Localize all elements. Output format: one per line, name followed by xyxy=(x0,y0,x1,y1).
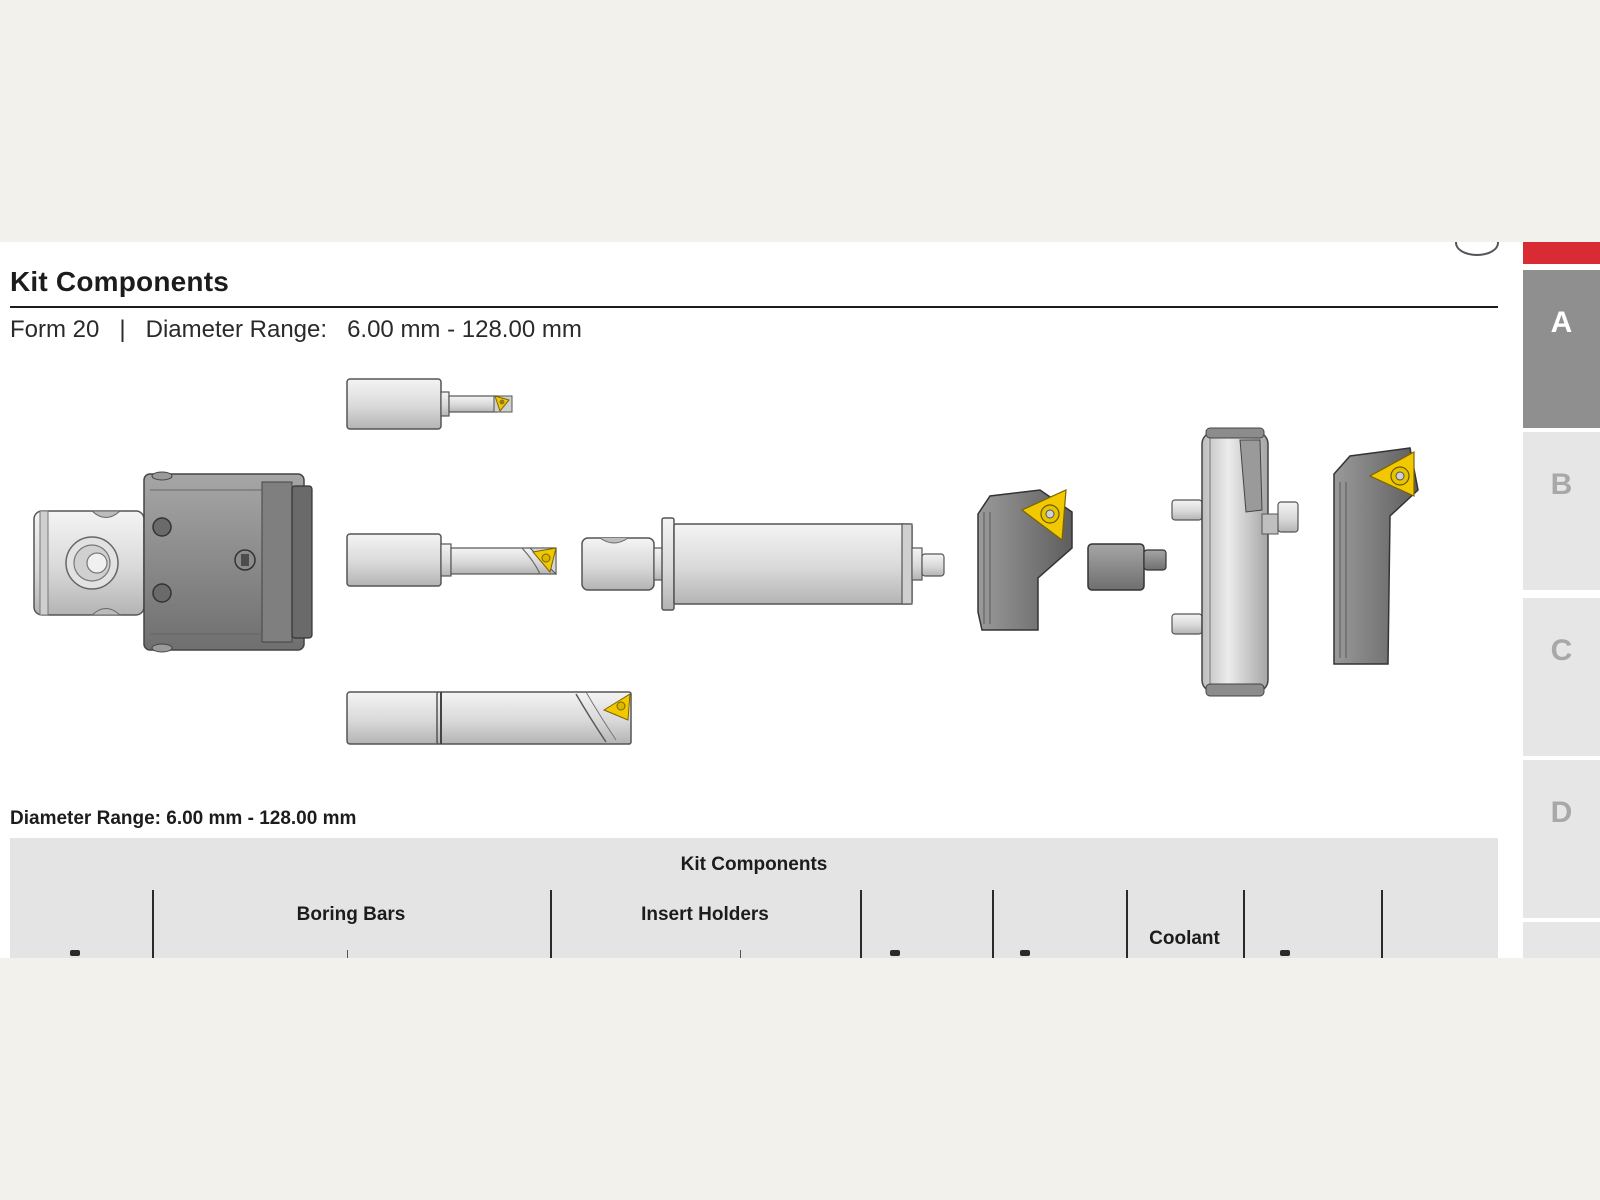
tab-a[interactable]: A xyxy=(1523,270,1600,428)
column-divider xyxy=(1243,890,1245,958)
diameter-range-value: 6.00 mm - 128.00 mm xyxy=(347,316,582,343)
insert-holder-icon xyxy=(977,489,1073,631)
sub-column-divider xyxy=(347,950,348,958)
cropped-header-text xyxy=(1020,950,1030,956)
cropped-header-text xyxy=(890,950,900,956)
tab-d[interactable]: D xyxy=(1523,760,1600,918)
form-label: Form 20 xyxy=(10,316,100,343)
extension-shank-icon xyxy=(581,517,945,611)
column-header-coolant: Coolant xyxy=(1149,928,1220,949)
column-divider xyxy=(152,890,154,958)
sub-column-divider xyxy=(740,950,741,958)
facing-head-icon xyxy=(1171,427,1299,697)
column-divider xyxy=(1381,890,1383,958)
column-header-insert-holders: Insert Holders xyxy=(641,904,769,925)
column-header-boring-bars: Boring Bars xyxy=(296,904,406,925)
kit-components-table: Kit Components Boring Bars Insert Holder… xyxy=(10,838,1498,958)
kit-illustration xyxy=(33,378,1419,745)
boring-bar-large-icon xyxy=(346,691,632,745)
subtitle-separator: | xyxy=(119,316,126,343)
tab-b[interactable]: B xyxy=(1523,432,1600,590)
adapter-icon xyxy=(1087,543,1167,591)
tab-c[interactable]: C xyxy=(1523,598,1600,756)
page-title: Kit Components xyxy=(10,266,230,297)
boring-bar-small-icon xyxy=(346,378,513,430)
title-divider xyxy=(10,306,1498,308)
boring-bar-medium-icon xyxy=(346,533,557,587)
section-tabs: A B C D xyxy=(1523,242,1600,958)
boring-head-icon xyxy=(33,471,313,653)
column-divider xyxy=(550,890,552,958)
diameter-range-label: Diameter Range: xyxy=(145,316,328,343)
brand-logo xyxy=(1455,242,1499,256)
column-divider xyxy=(992,890,994,958)
insert-holder-large-icon xyxy=(1333,447,1419,665)
diameter-range-caption: Diameter Range: 6.00 mm - 128.00 mm xyxy=(10,808,357,829)
kit-subtitle: Form 20 | Diameter Range: 6.00 mm - 128.… xyxy=(10,316,582,344)
catalog-page: Kit Components Form 20 | Diameter Range:… xyxy=(0,242,1600,958)
column-divider xyxy=(860,890,862,958)
column-divider xyxy=(1126,890,1128,958)
cropped-header-text xyxy=(70,950,80,956)
tab-next[interactable] xyxy=(1523,922,1600,958)
table-title: Kit Components xyxy=(680,854,828,875)
tab-accent-bar xyxy=(1523,242,1600,264)
cropped-header-text xyxy=(1280,950,1290,956)
